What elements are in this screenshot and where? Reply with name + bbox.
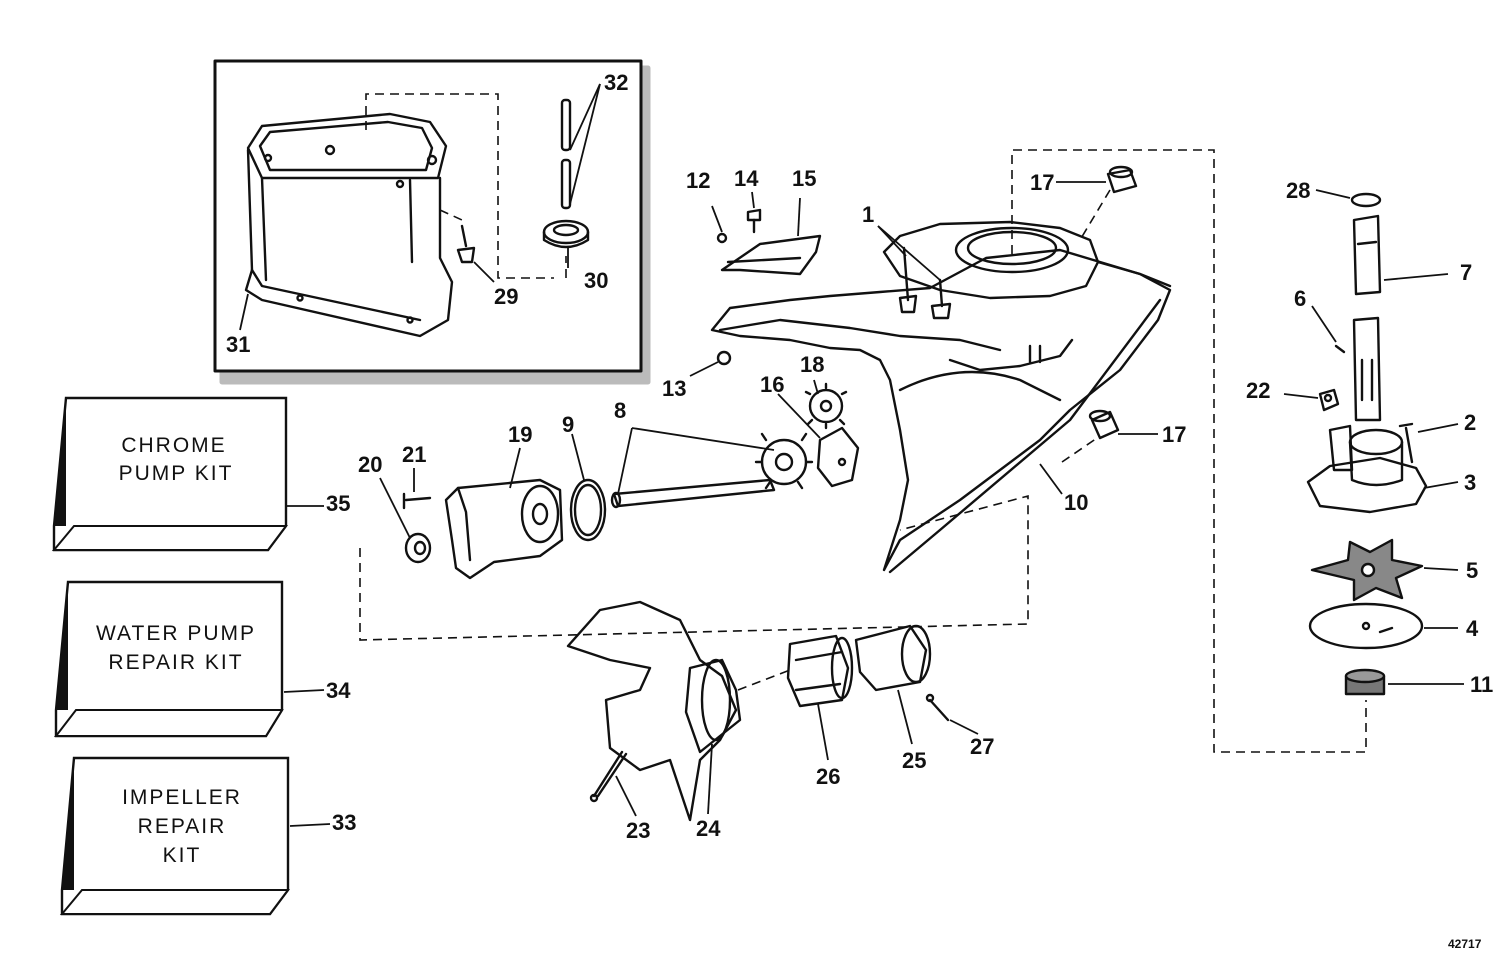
gear-18-part	[804, 382, 848, 430]
thrust-25-part	[854, 624, 932, 692]
label-part-17-top: 17	[1030, 170, 1054, 195]
inset-panel	[213, 59, 651, 385]
part-labels: 1 2 3 4 5 6 7 8 9 10 11 12 13 14 15 16 1…	[226, 70, 1493, 843]
impeller-5-part	[1310, 538, 1424, 602]
label-part-15: 15	[792, 166, 816, 191]
label-part-28: 28	[1286, 178, 1310, 203]
label-part-10: 10	[1064, 490, 1088, 515]
kit-35-line-2: PUMP KIT	[119, 462, 234, 485]
label-part-22: 22	[1246, 378, 1270, 403]
label-part-11: 11	[1470, 672, 1493, 697]
kit-box-33: IMPELLER REPAIR KIT 33	[59, 756, 356, 916]
label-part-6: 6	[1294, 286, 1306, 311]
label-part-18: 18	[800, 352, 824, 377]
screw-14-part	[746, 208, 762, 234]
label-part-7: 7	[1460, 260, 1472, 285]
label-part-5: 5	[1466, 558, 1478, 583]
label-part-21: 21	[402, 442, 426, 467]
pin-27-part	[925, 693, 950, 722]
label-part-23: 23	[626, 818, 650, 843]
label-part-25: 25	[902, 748, 926, 773]
label-part-2: 2	[1464, 410, 1476, 435]
label-part-31: 31	[226, 332, 250, 357]
label-part-16: 16	[760, 372, 784, 397]
label-part-26: 26	[816, 764, 840, 789]
label-part-13: 13	[662, 376, 686, 401]
screw-2-part	[1398, 422, 1414, 464]
kit-33-line-1: IMPELLER	[122, 786, 242, 809]
label-part-24: 24	[696, 816, 721, 841]
label-part-3: 3	[1464, 470, 1476, 495]
nut-22-part	[1318, 388, 1340, 412]
plug-17-bottom-part	[1088, 409, 1120, 440]
label-part-17-bottom: 17	[1162, 422, 1186, 447]
shaft-lower-part	[1352, 316, 1382, 422]
kit-35-line-1: CHROME	[121, 434, 226, 457]
kit-box-34: WATER PUMP REPAIR KIT 34	[53, 580, 351, 738]
dashed-assembly-lines	[359, 93, 1367, 753]
bolts-1-part	[898, 246, 952, 320]
label-part-1: 1	[862, 202, 874, 227]
label-part-20: 20	[358, 452, 382, 477]
kit-33-line-3: KIT	[163, 844, 202, 867]
label-part-27: 27	[970, 734, 994, 759]
shaft-8-part	[610, 432, 814, 509]
kit-33-line-2: REPAIR	[138, 815, 227, 838]
label-part-29: 29	[494, 284, 518, 309]
kit-33-number: 33	[332, 810, 356, 835]
grommet-11-part	[1344, 668, 1386, 696]
block-16-part	[816, 426, 860, 488]
screw-12-part	[716, 232, 728, 244]
label-part-4: 4	[1466, 616, 1479, 641]
pins-32-part	[560, 98, 572, 210]
plug-17-top-part	[1106, 165, 1138, 194]
leader-lines	[239, 83, 1464, 827]
seal-30-part	[542, 219, 590, 249]
reference-number: 42717	[1448, 937, 1482, 951]
cotter-pin-23-part	[589, 750, 628, 803]
oring-9-part	[569, 478, 607, 542]
oring-28-part	[1350, 192, 1382, 208]
label-part-14: 14	[734, 166, 759, 191]
screw-21-part	[402, 492, 432, 510]
label-part-9: 9	[562, 412, 574, 437]
pump-housing-3-part	[1306, 424, 1428, 514]
kit-35-number: 35	[326, 491, 350, 516]
shaft-7-part	[1352, 214, 1382, 296]
pin-6-part	[1334, 344, 1346, 354]
bushing-20-part	[404, 532, 432, 564]
nut-13-part	[716, 350, 732, 366]
bolt-29-part	[456, 224, 476, 264]
label-part-30: 30	[584, 268, 608, 293]
plate-4-part	[1308, 602, 1424, 650]
propeller-24-part	[566, 600, 742, 822]
label-part-19: 19	[508, 422, 532, 447]
bearing-housing-19-part	[444, 478, 564, 580]
label-part-12: 12	[686, 168, 710, 193]
plate-15-part	[720, 234, 822, 276]
label-part-32: 32	[604, 70, 628, 95]
kit-34-line-2: REPAIR KIT	[108, 651, 243, 674]
kit-box-35: CHROME PUMP KIT 35	[51, 396, 350, 552]
exhaust-housing-part	[244, 112, 454, 338]
label-part-8: 8	[614, 398, 626, 423]
kit-34-number: 34	[326, 678, 351, 703]
spline-26-part	[786, 634, 854, 708]
kit-34-line-1: WATER PUMP	[96, 622, 256, 645]
